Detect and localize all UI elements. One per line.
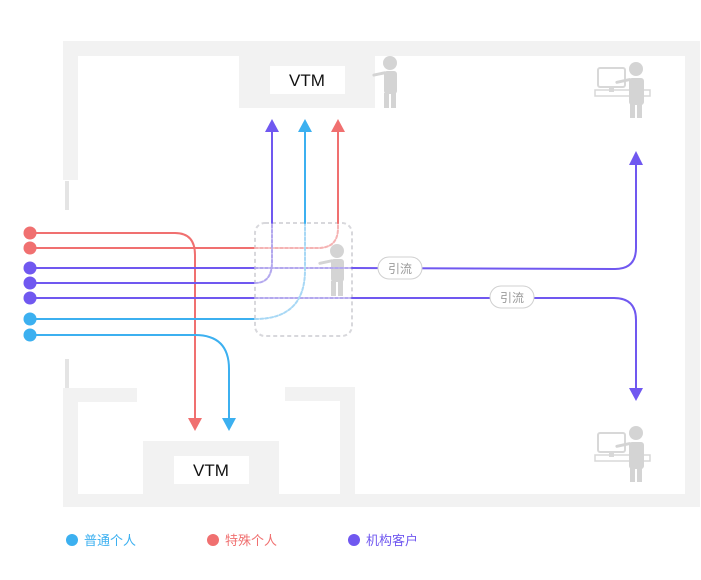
vtm-counter-bottom: VTM <box>143 441 279 495</box>
lobby-zone <box>254 222 353 337</box>
vtm-counter-top: VTM <box>239 55 375 108</box>
legend-label-special-individual: 特殊个人 <box>225 534 278 549</box>
legend-item-institutional-client: 机构客户 <box>348 530 418 549</box>
legend-item-special-individual: 特殊个人 <box>207 530 277 549</box>
diversion-pill-lower: 引流 <box>489 285 535 309</box>
entry-points <box>23 226 37 342</box>
diversion-label-upper: 引流 <box>388 262 412 276</box>
vtm-label-bottom: VTM <box>193 461 229 480</box>
diversion-pill-upper: 引流 <box>377 256 423 280</box>
staff-person-icon-top <box>372 56 397 108</box>
legend-dot-red <box>207 533 219 546</box>
legend-dot-purple <box>348 533 360 546</box>
lobby-guide-person-icon <box>318 244 344 296</box>
legend-label-regular-individual: 普通个人 <box>84 534 137 549</box>
legend-item-regular-individual: 普通个人 <box>66 530 136 549</box>
building-walls <box>63 41 700 507</box>
legend-label-institutional-client: 机构客户 <box>366 534 419 549</box>
arrowheads <box>188 119 643 431</box>
flow-blue-to-bottom-vtm <box>29 334 230 419</box>
desk-worker-icon-top <box>594 62 651 118</box>
legend-dot-blue <box>66 533 78 546</box>
flow-red-to-bottom-vtm <box>29 232 196 419</box>
diversion-label-lower: 引流 <box>500 291 524 305</box>
desk-worker-icon-bottom <box>594 426 651 482</box>
vtm-label-top: VTM <box>289 71 325 90</box>
